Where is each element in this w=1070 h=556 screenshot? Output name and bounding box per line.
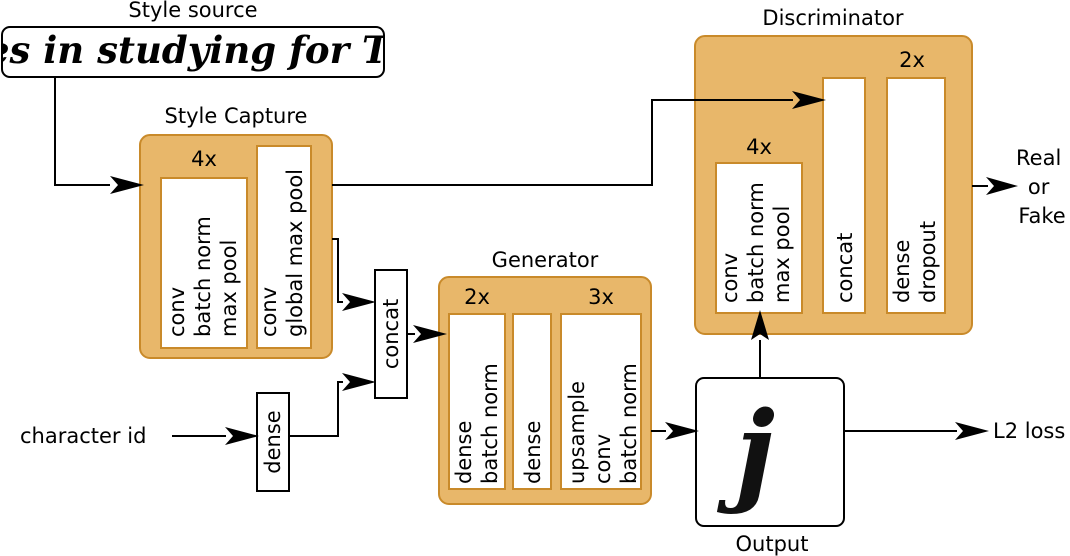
discriminator-block-1-text: conv batch norm max pool <box>718 175 794 303</box>
generator-block-1-line: batch norm <box>478 363 502 484</box>
generator-block-1 <box>448 313 506 490</box>
real-or-fake-line: Real <box>1016 146 1061 170</box>
arrowhead <box>792 91 826 109</box>
arrowhead <box>986 177 1018 195</box>
generator-title: Generator <box>492 248 599 272</box>
arrowhead <box>665 422 699 440</box>
generator-block-2 <box>512 313 552 490</box>
generator-repeat-2: 3x <box>588 285 614 309</box>
arrowhead <box>342 373 376 391</box>
generator-repeat-1: 2x <box>464 285 490 309</box>
discriminator-block-3-text: dense dropout <box>890 221 940 303</box>
generator-block-3-text: upsample conv batch norm <box>565 363 641 484</box>
arrowhead <box>110 176 144 194</box>
style-capture-block-1-line: batch norm <box>191 216 215 337</box>
discriminator-block-1 <box>715 162 803 314</box>
dense-block-label: dense <box>261 410 285 473</box>
arrowhead <box>955 422 989 440</box>
style-capture-title: Style Capture <box>165 104 308 128</box>
arrowhead <box>342 293 376 311</box>
concat-block-label: concat <box>379 299 403 369</box>
discriminator-block-1-line: batch norm <box>744 182 768 303</box>
l2-loss-label: L2 loss <box>993 419 1065 443</box>
real-or-fake-line: Fake <box>1018 204 1065 228</box>
discriminator-block-2-line: concat <box>833 233 857 303</box>
discriminator-block-2-text: concat <box>833 233 857 303</box>
arrowhead <box>225 427 259 445</box>
discriminator-block-1-line: conv <box>718 253 742 303</box>
arrowhead <box>751 310 769 340</box>
style-capture-block-1 <box>160 177 248 349</box>
generator-block-1-text: dense batch norm <box>452 363 502 484</box>
edge-dense-to-concat <box>289 381 343 437</box>
style-capture-block-1-line: conv <box>165 287 189 337</box>
edge-source-to-capture <box>54 78 110 186</box>
style-source-box <box>1 26 385 78</box>
style-capture-block-2-text: conv global max pool <box>257 169 307 337</box>
style-capture-block-2-line: conv <box>257 287 281 337</box>
edge-capture-to-discriminator <box>332 99 793 186</box>
output-title: Output <box>736 532 809 556</box>
character-id-label: character id <box>20 424 146 448</box>
style-capture-block-2-line: global max pool <box>283 169 307 337</box>
style-capture-block-1-line: max pool <box>217 240 241 337</box>
generator-block-2-line: dense <box>521 421 545 484</box>
output-box <box>695 377 845 527</box>
generator-block-3-line: batch norm <box>617 363 641 484</box>
generator-block-1-line: dense <box>452 421 476 484</box>
edge-capture-to-concat <box>332 238 343 303</box>
discriminator-block-3 <box>886 77 946 314</box>
style-capture-block-2 <box>256 145 312 349</box>
generator-block-3-line: conv <box>591 434 615 484</box>
arrowhead <box>413 325 447 343</box>
discriminator-block-3-line: dense <box>890 240 914 303</box>
generator-block-3-line: upsample <box>565 381 589 484</box>
real-or-fake-line: or <box>1028 175 1050 199</box>
style-source-title: Style source <box>128 0 257 22</box>
discriminator-repeat-1: 4x <box>746 135 772 159</box>
discriminator-title: Discriminator <box>762 6 904 30</box>
connectors <box>54 78 1018 445</box>
style-capture-block-1-text: conv batch norm max pool <box>165 209 241 337</box>
style-source-sample: es in studying for Transp <box>0 28 504 72</box>
discriminator-repeat-2: 2x <box>899 48 925 72</box>
generator-block-2-text: dense <box>521 421 545 484</box>
style-capture-repeat: 4x <box>191 147 217 171</box>
dense-block <box>256 392 290 492</box>
concat-block <box>374 269 408 399</box>
discriminator-block-3-line: dropout <box>916 221 940 303</box>
generator-block-3 <box>560 313 642 490</box>
discriminator-block-2 <box>822 77 866 314</box>
real-or-fake-label: Real or Fake <box>1016 146 1068 228</box>
discriminator-block-1-line: max pool <box>770 206 794 303</box>
